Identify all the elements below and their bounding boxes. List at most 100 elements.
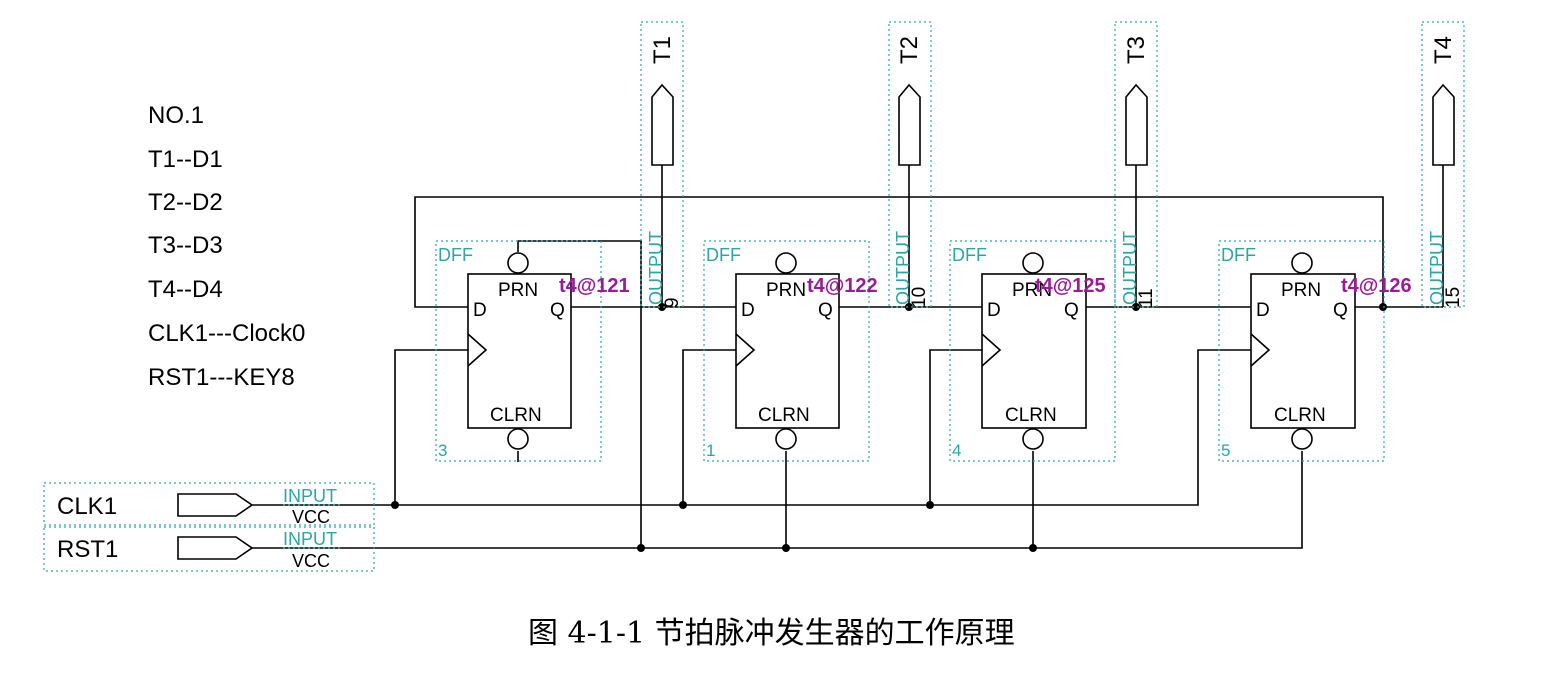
dff-instance-label: 5 [1221, 441, 1230, 460]
pin-q-label: Q [818, 300, 833, 321]
junction-dot [679, 501, 687, 509]
input-port-symbol [177, 493, 254, 517]
output-pin-t3: T3 OUTPUT 11 t4@125 [1035, 21, 1158, 308]
dff-instance-label: 3 [438, 441, 447, 460]
junction-dot [782, 544, 790, 552]
input-pin-clk1: CLK1 INPUT VCC [43, 482, 375, 527]
output-type-label: OUTPUT [1120, 231, 1140, 305]
dff-type-label: DFF [438, 245, 473, 265]
prn-bubble [1291, 252, 1313, 274]
output-port-symbol [1125, 83, 1148, 166]
input-default-label: VCC [292, 551, 330, 571]
junction-dot [637, 544, 645, 552]
note-line: NO.1 [148, 102, 204, 129]
dff-4: DFF 4 D Q PRN CLRN [949, 240, 1116, 462]
input-name-label: RST1 [57, 536, 118, 563]
pin-clrn-label: CLRN [490, 405, 542, 426]
prn-tie-wire [517, 240, 642, 548]
clrn-bubble [1291, 428, 1313, 450]
dff-instance-label: 4 [952, 441, 961, 460]
junction-dot [658, 303, 666, 311]
dff-5: DFF 5 D Q PRN CLRN [1218, 240, 1385, 462]
dff-1: DFF 1 D Q PRN CLRN [703, 240, 870, 462]
clrn-bubble [507, 428, 529, 450]
pin-location-label: t4@126 [1341, 275, 1412, 297]
prn-bubble [775, 252, 797, 274]
note-line: CLK1---Clock0 [148, 320, 305, 347]
note-line: RST1---KEY8 [148, 364, 295, 391]
pin-prn-label: PRN [1012, 280, 1052, 301]
clrn-bubble [775, 428, 797, 450]
pin-clrn-label: CLRN [1005, 405, 1057, 426]
output-boundary [1421, 21, 1465, 308]
pin-clrn-label: CLRN [1274, 405, 1326, 426]
input-pin-rst1: RST1 INPUT VCC [43, 526, 375, 572]
pin-location-label: t4@121 [559, 275, 630, 297]
clock-triangle [467, 333, 488, 367]
junction-dot [391, 501, 399, 509]
clock-triangle [981, 333, 1002, 367]
clrn-bubble [1022, 428, 1044, 450]
output-boundary [1114, 21, 1158, 308]
junction-dot [1029, 544, 1037, 552]
figure-caption: 图 4-1-1 节拍脉冲发生器的工作原理 [528, 616, 1015, 651]
output-name-label: T1 [649, 36, 676, 64]
note-line: T3--D3 [148, 232, 223, 259]
output-type-label: OUTPUT [893, 231, 913, 305]
junction-dot [1132, 303, 1140, 311]
pin-prn-label: PRN [498, 280, 538, 301]
pin-q-label: Q [1064, 300, 1079, 321]
input-type-label: INPUT [283, 529, 337, 549]
input-name-label: CLK1 [57, 493, 117, 520]
dff-boundary [703, 240, 870, 462]
output-name-label: T3 [1123, 36, 1150, 64]
clk-bus-wire [252, 349, 1251, 506]
pin-d-label: D [741, 300, 755, 321]
output-pin-number: 9 [662, 297, 683, 308]
junction-dot [905, 303, 913, 311]
clk-ff1-wire [394, 349, 468, 505]
feedback-wire [414, 196, 1384, 308]
output-pin-number: 11 [1136, 288, 1157, 308]
dff-boundary [435, 240, 602, 462]
output-pin-t1: T1 OUTPUT 9 t4@121 [559, 21, 684, 308]
junction-dot [926, 501, 934, 509]
pin-d-label: D [1256, 300, 1270, 321]
input-port-symbol [177, 536, 254, 560]
output-type-label: OUTPUT [1427, 231, 1447, 305]
dff-type-label: DFF [952, 245, 987, 265]
pin-d-label: D [473, 300, 487, 321]
input-type-label: INPUT [283, 486, 337, 506]
rst-bus-wire [252, 451, 1303, 549]
dff-type-label: DFF [1221, 245, 1256, 265]
junction-dot [1379, 303, 1387, 311]
pin-location-label: t4@125 [1035, 275, 1106, 297]
input-boundary [43, 526, 375, 572]
output-type-label: OUTPUT [646, 231, 666, 305]
output-boundary [888, 21, 932, 308]
clk-ff3-wire [929, 349, 982, 505]
dff-boundary [949, 240, 1116, 462]
pin-d-label: D [987, 300, 1001, 321]
output-pin-number: 10 [909, 287, 930, 308]
output-pin-t4: T4 OUTPUT 15 t4@126 [1341, 21, 1465, 308]
output-port-symbol [898, 83, 921, 166]
input-boundary [43, 482, 375, 526]
note-line: T4--D4 [148, 276, 223, 303]
prn-bubble [1022, 252, 1044, 274]
output-boundary [640, 21, 684, 308]
note-line: T2--D2 [148, 189, 223, 216]
prn-bubble [507, 252, 529, 274]
dff-type-label: DFF [706, 245, 741, 265]
dff-instance-label: 1 [706, 441, 715, 460]
output-port-symbol [1432, 83, 1455, 166]
pin-prn-label: PRN [766, 280, 806, 301]
output-pin-t2: T2 OUTPUT 10 t4@122 [807, 21, 932, 308]
dff-3: DFF 3 D Q PRN CLRN [435, 240, 602, 462]
output-port-symbol [651, 83, 674, 166]
pin-clrn-label: CLRN [758, 405, 810, 426]
input-default-label: VCC [292, 507, 330, 527]
clock-triangle [1250, 333, 1271, 367]
clock-triangle [735, 333, 756, 367]
